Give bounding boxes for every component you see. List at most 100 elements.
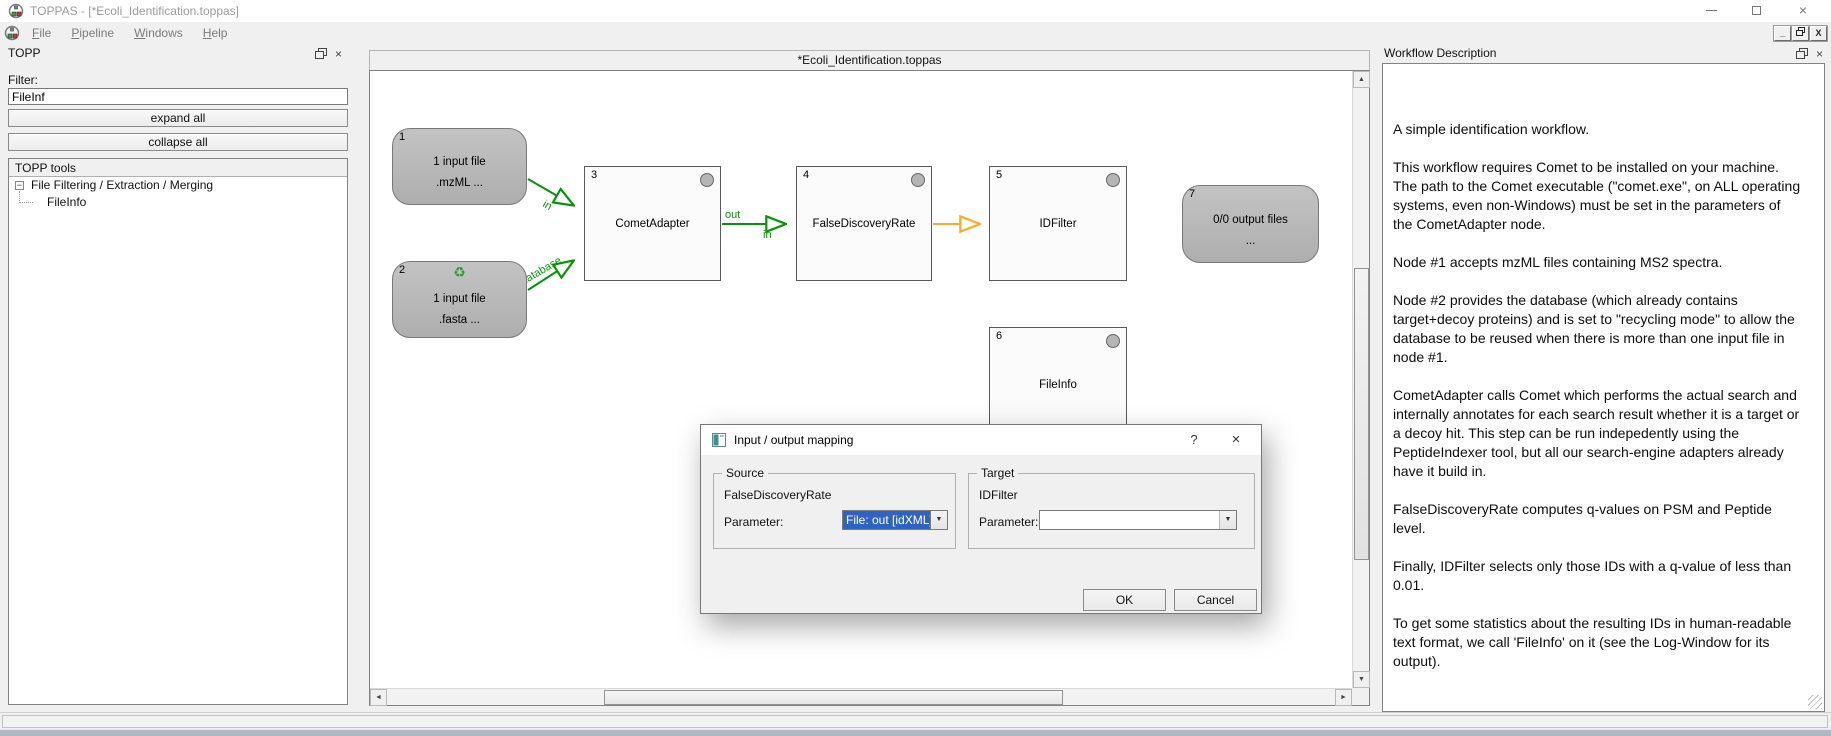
expand-all-button[interactable]: expand all: [8, 109, 348, 127]
description-paragraph: A simple identification workflow.: [1393, 121, 1590, 137]
tree-line-vertical: [19, 191, 20, 203]
scroll-right-icon[interactable]: ►: [1335, 689, 1352, 706]
source-legend: Source: [722, 466, 769, 480]
workflow-description-text[interactable]: A simple identification workflow. This w…: [1382, 63, 1825, 712]
workflow-description-panel: Workflow Description × A simple identifi…: [1378, 44, 1831, 712]
dialog-icon: [712, 433, 726, 452]
edge-label-in2: in: [763, 229, 772, 241]
close-button[interactable]: ×: [1798, 2, 1808, 18]
dropdown-arrow-icon[interactable]: ▼: [1219, 511, 1236, 529]
close-panel-icon[interactable]: ×: [1815, 47, 1823, 61]
mdi-minimize-button[interactable]: _: [1774, 26, 1791, 41]
node-subtitle: ...: [1245, 234, 1256, 247]
target-legend: Target: [977, 466, 1019, 480]
node-title: 1 input file: [433, 293, 486, 305]
node-number: 1: [399, 131, 406, 143]
resize-grip[interactable]: [1808, 695, 1822, 709]
topp-tools-header: TOPP tools: [9, 159, 347, 177]
dialog-close-button[interactable]: ×: [1231, 431, 1241, 448]
source-groupbox: Source FalseDiscoveryRate Parameter: Fil…: [713, 466, 956, 549]
tree-item-category[interactable]: − File Filtering / Extraction / Merging: [15, 178, 214, 192]
dialog-help-button[interactable]: ?: [1190, 432, 1198, 447]
vertical-scroll-thumb[interactable]: [1354, 268, 1369, 560]
target-parameter-label: Parameter:: [979, 515, 1039, 529]
workflow-tab[interactable]: *Ecoli_Identification.toppas: [797, 53, 942, 67]
tree-line-horizontal: [19, 202, 33, 203]
workflow-tab-bar: *Ecoli_Identification.toppas: [369, 50, 1370, 70]
ok-button[interactable]: OK: [1083, 589, 1166, 611]
horizontal-scroll-thumb[interactable]: [604, 690, 1063, 705]
edge-input1-to-comet[interactable]: [527, 178, 573, 205]
tree-item-fileinfo[interactable]: FileInfo: [47, 195, 87, 209]
topp-panel-title: TOPP: [8, 46, 41, 60]
menu-help[interactable]: Help: [202, 26, 228, 40]
cancel-button[interactable]: Cancel: [1174, 589, 1257, 611]
node-number: 7: [1189, 188, 1196, 200]
toppas-menu-icon: [4, 25, 20, 46]
node-title: 1 input file: [433, 156, 486, 168]
node-number: 6: [996, 330, 1003, 342]
scroll-up-icon[interactable]: ▲: [1353, 71, 1370, 88]
target-node-name: IDFilter: [979, 488, 1018, 502]
mdi-window-buttons: _ X: [1773, 26, 1827, 41]
node-cometadapter[interactable]: 3 CometAdapter: [584, 166, 721, 281]
collapse-expander-icon[interactable]: −: [15, 180, 24, 190]
topp-panel: TOPP × Filter: expand all collapse all T…: [0, 44, 352, 712]
window-bottom-edge: [0, 729, 1831, 736]
node-output-files[interactable]: 7 0/0 output files ...: [1182, 185, 1319, 263]
float-panel-icon[interactable]: [314, 47, 327, 65]
scroll-down-icon[interactable]: ▼: [1353, 671, 1370, 688]
target-parameter-select[interactable]: ▼: [1039, 510, 1237, 530]
node-number: 2: [399, 264, 406, 276]
mdi-close-button[interactable]: X: [1810, 26, 1827, 41]
source-parameter-value: File: out [idXML]: [843, 511, 930, 529]
node-subtitle: .fasta ...: [439, 314, 480, 326]
maximize-button[interactable]: [1734, 0, 1779, 22]
node-number: 3: [591, 169, 598, 181]
title-bar: TOPPAS - [*Ecoli_Identification.toppas] …: [0, 0, 1831, 22]
collapse-all-button[interactable]: collapse all: [8, 133, 348, 151]
dialog-title-bar[interactable]: Input / output mapping ? ×: [701, 425, 1261, 455]
source-node-name: FalseDiscoveryRate: [724, 488, 832, 502]
node-number: 5: [996, 169, 1003, 181]
node-falsediscoveryrate[interactable]: 4 FalseDiscoveryRate: [796, 166, 932, 281]
target-groupbox: Target IDFilter Parameter: ▼: [968, 466, 1255, 549]
node-label: FileInfo: [1039, 378, 1077, 391]
description-paragraph: CometAdapter calls Comet which performs …: [1393, 387, 1800, 479]
node-title: 0/0 output files: [1213, 213, 1288, 226]
description-paragraph: This workflow requires Comet to be insta…: [1393, 159, 1801, 232]
node-label: FalseDiscoveryRate: [812, 217, 916, 230]
menu-bar: File Pipeline Windows Help _ X: [0, 22, 1831, 44]
menu-windows[interactable]: Windows: [134, 26, 183, 40]
description-paragraph: Node #2 provides the database (which alr…: [1393, 292, 1795, 365]
node-idfilter[interactable]: 5 IDFilter: [989, 166, 1127, 281]
node-status-icon: [700, 173, 714, 187]
mdi-restore-button[interactable]: [1792, 26, 1809, 41]
node-label: IDFilter: [1039, 217, 1077, 230]
target-parameter-value: [1040, 511, 1219, 529]
vertical-scrollbar[interactable]: ▲ ▼: [1352, 71, 1370, 688]
float-panel-icon[interactable]: [1795, 47, 1808, 65]
dropdown-arrow-icon[interactable]: ▼: [930, 511, 947, 529]
node-input-mzml[interactable]: 1 1 input file .mzML ...: [392, 128, 527, 205]
recycle-icon: ♻: [453, 264, 466, 280]
node-input-fasta[interactable]: 2 ♻ 1 input file .fasta ...: [392, 261, 527, 338]
description-panel-header: Workflow Description ×: [1378, 44, 1831, 64]
description-paragraph: Finally, IDFilter selects only those IDs…: [1393, 558, 1792, 593]
source-parameter-select[interactable]: File: out [idXML] ▼: [842, 510, 948, 530]
topp-panel-header: TOPP ×: [0, 44, 352, 64]
edge-input2-to-comet[interactable]: [527, 261, 573, 291]
menu-file[interactable]: File: [32, 26, 52, 40]
scroll-left-icon[interactable]: ◄: [370, 689, 387, 706]
menu-items: File Pipeline Windows Help: [22, 22, 237, 44]
menu-pipeline[interactable]: Pipeline: [71, 26, 115, 40]
filter-input[interactable]: [8, 88, 348, 105]
horizontal-scrollbar[interactable]: ◄ ►: [370, 688, 1352, 706]
node-label: CometAdapter: [615, 217, 690, 230]
input-output-mapping-dialog: Input / output mapping ? × Source FalseD…: [700, 424, 1262, 614]
window-title: TOPPAS - [*Ecoli_Identification.toppas]: [30, 4, 239, 18]
edge-label-out: out: [725, 209, 740, 221]
minimize-button[interactable]: [1689, 0, 1734, 22]
close-panel-icon[interactable]: ×: [334, 47, 342, 61]
description-paragraph: FalseDiscoveryRate computes q-values on …: [1393, 501, 1772, 536]
